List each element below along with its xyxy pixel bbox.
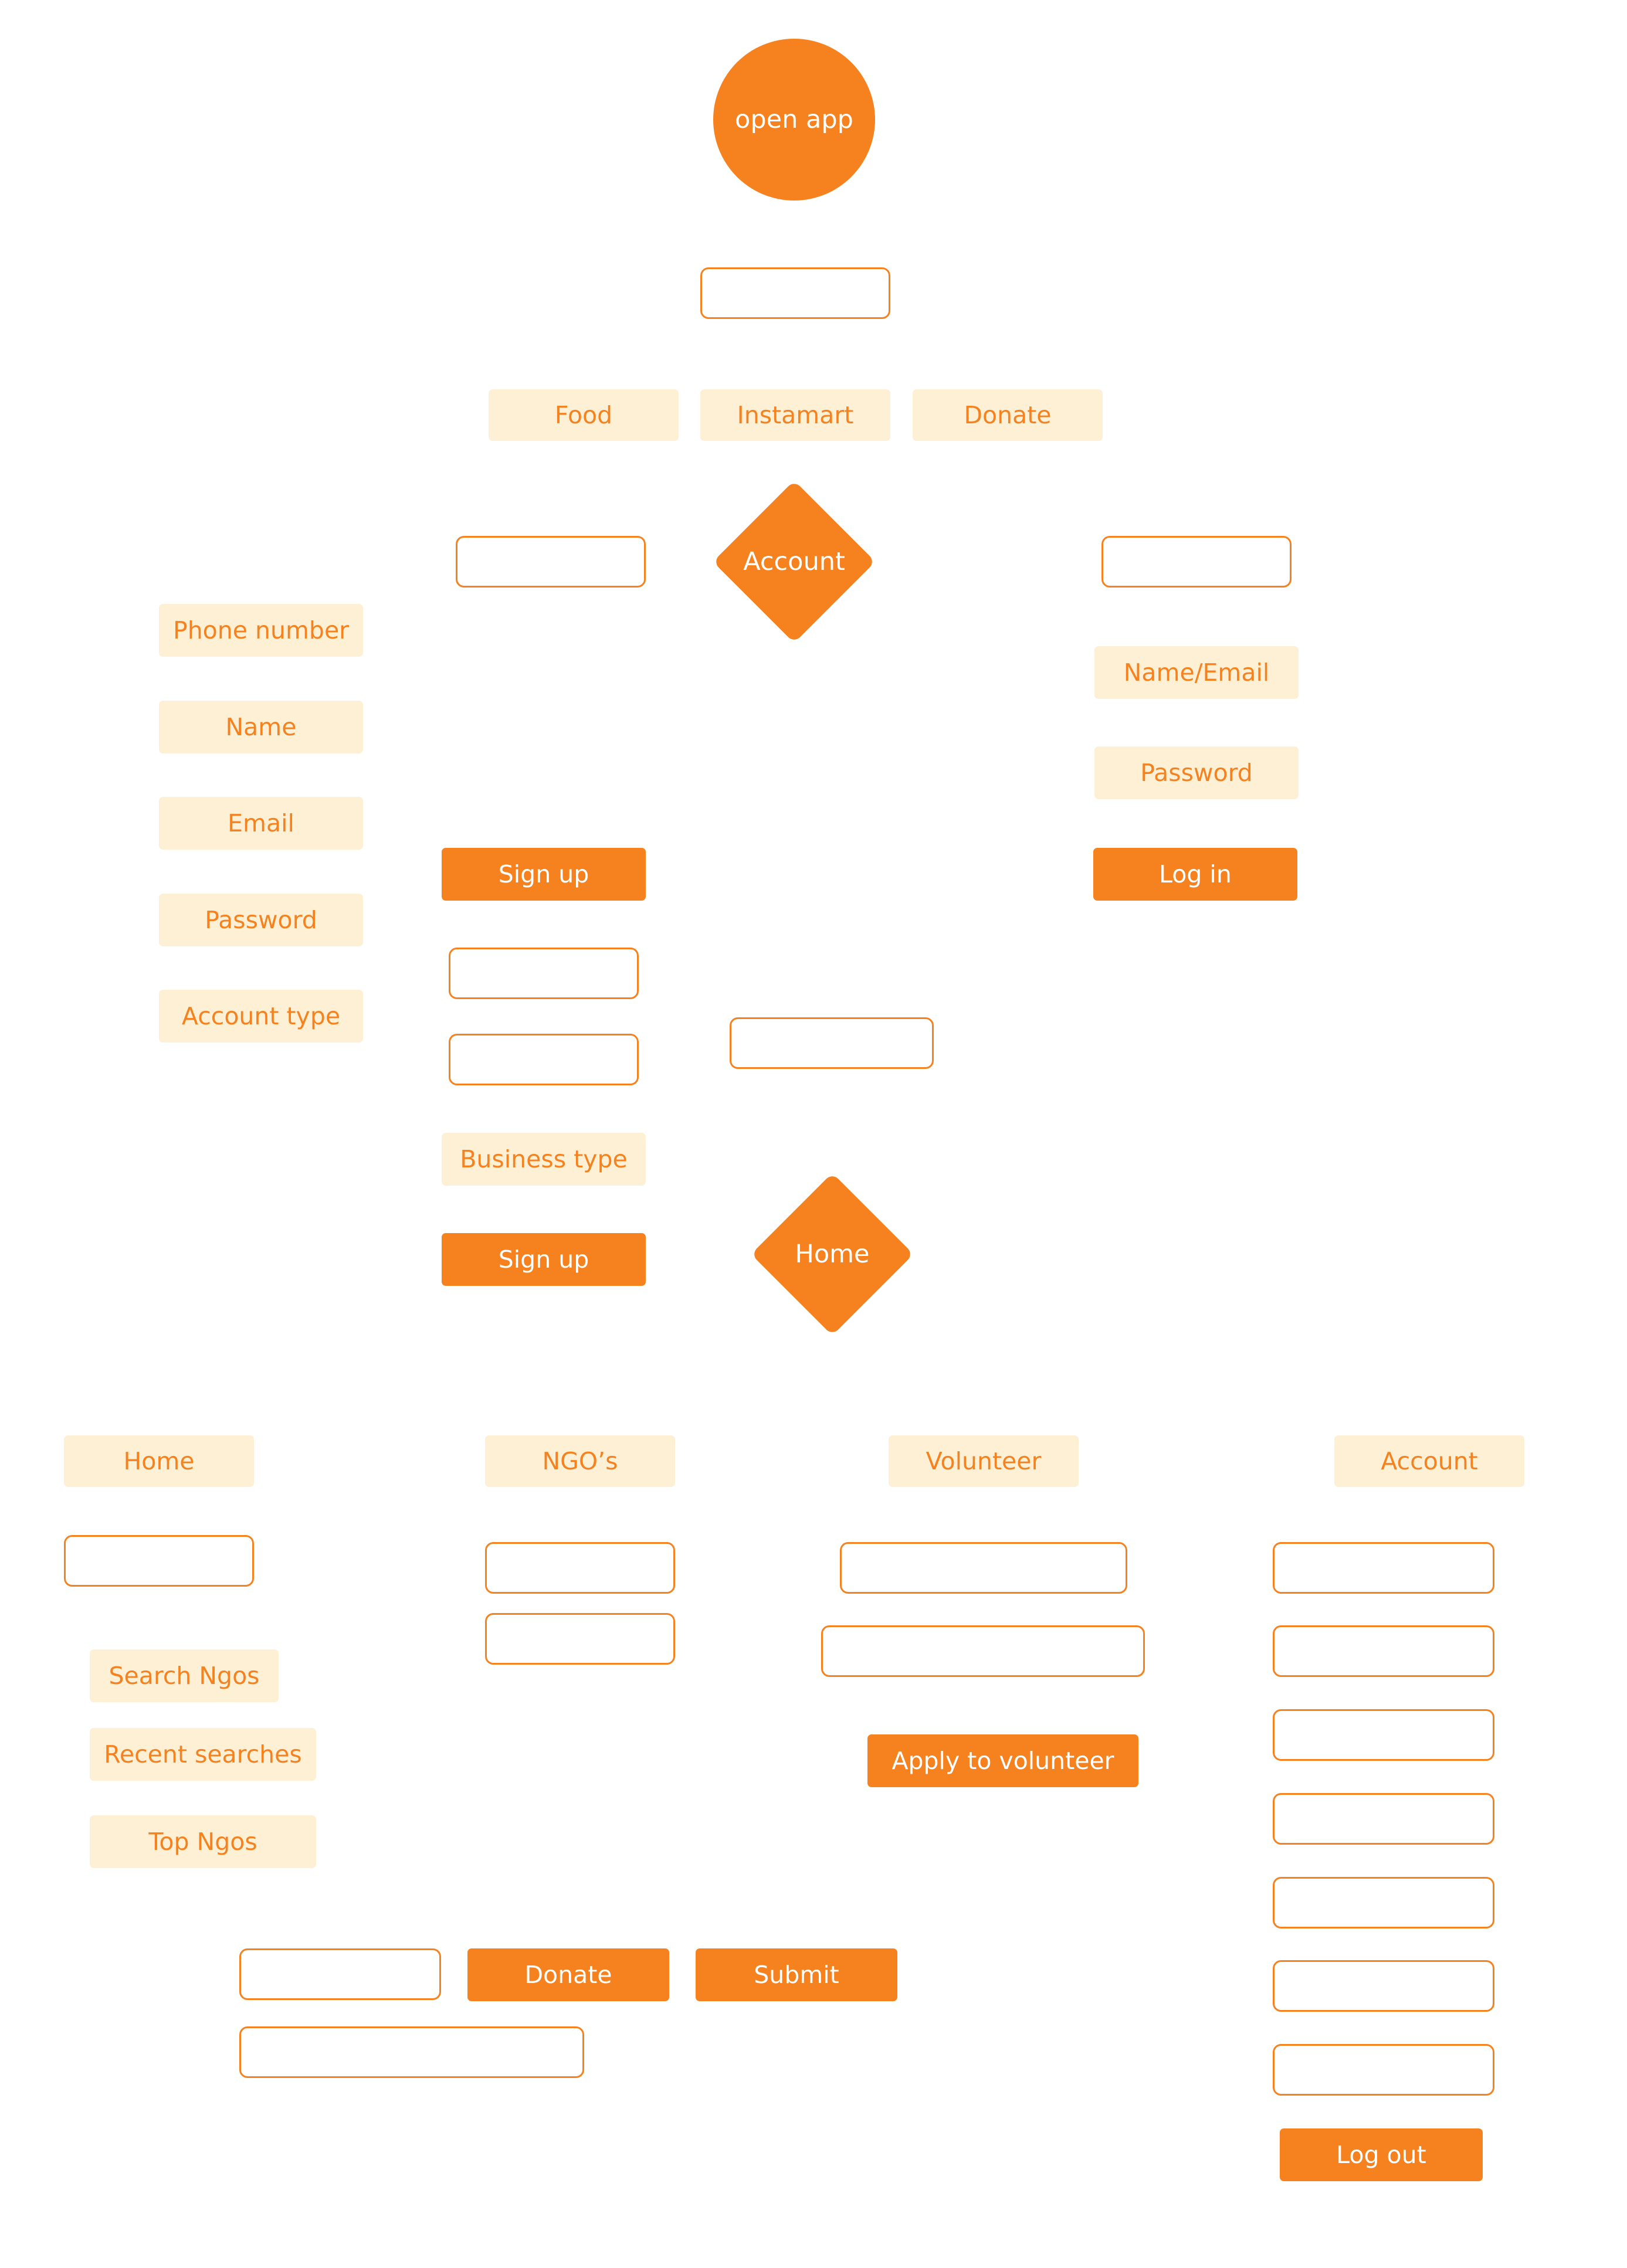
volunteer-empty-node-1 (840, 1542, 1127, 1594)
home-item-recent-searches: Recent searches (90, 1728, 316, 1781)
signup-field-name: Name (159, 701, 363, 753)
empty-node-center (730, 1017, 934, 1069)
login-branch-node (1101, 536, 1292, 588)
ngo-empty-node-1 (485, 1542, 675, 1594)
account-empty-node-6 (1273, 1960, 1494, 2012)
signup-branch-node (456, 536, 646, 588)
home-item-top-ngos: Top Ngos (90, 1815, 316, 1868)
section-ngos: NGO’s (485, 1435, 675, 1487)
empty-node-signup-1 (449, 948, 639, 999)
log-out-button[interactable]: Log out (1280, 2128, 1483, 2181)
donate-tab: Donate (913, 389, 1103, 441)
account-empty-node-1 (1273, 1542, 1494, 1594)
account-empty-node-3 (1273, 1709, 1494, 1761)
login-button[interactable]: Log in (1093, 848, 1297, 901)
submit-button[interactable]: Submit (696, 1948, 897, 2001)
signup-field-email: Email (159, 797, 363, 850)
account-empty-node-4 (1273, 1793, 1494, 1845)
empty-node-signup-2 (449, 1034, 639, 1085)
signup-field-password: Password (159, 894, 363, 946)
open-app-node: open app (713, 39, 875, 201)
donate-details-node (239, 2026, 584, 2078)
login-field-password: Password (1094, 746, 1299, 799)
signup-field-account-type: Account type (159, 990, 363, 1043)
signup-field-phone: Phone number (159, 604, 363, 657)
login-field-name-email: Name/Email (1094, 646, 1299, 699)
signup-button[interactable]: Sign up (442, 848, 646, 901)
food-tab: Food (489, 389, 679, 441)
section-volunteer: Volunteer (889, 1435, 1079, 1487)
instamart-tab: Instamart (700, 389, 890, 441)
account-empty-node-2 (1273, 1625, 1494, 1677)
account-empty-node-5 (1273, 1877, 1494, 1929)
apply-to-volunteer-button[interactable]: Apply to volunteer (867, 1734, 1138, 1787)
donate-amount-node (239, 1948, 441, 2000)
account-decision-label: Account (743, 547, 845, 576)
home-item-search-ngos: Search Ngos (90, 1649, 279, 1702)
section-account: Account (1334, 1435, 1524, 1487)
business-type-field: Business type (442, 1133, 646, 1186)
donate-button[interactable]: Donate (467, 1948, 669, 2001)
account-decision: Account (712, 480, 876, 644)
home-decision-label: Home (795, 1240, 870, 1269)
business-signup-button[interactable]: Sign up (442, 1233, 646, 1286)
ngo-empty-node-2 (485, 1613, 675, 1665)
account-empty-node-7 (1273, 2044, 1494, 2096)
section-home: Home (64, 1435, 254, 1487)
home-empty-node (64, 1535, 254, 1587)
volunteer-empty-node-2 (821, 1625, 1145, 1677)
empty-node-top (700, 267, 890, 319)
home-decision: Home (750, 1172, 914, 1336)
